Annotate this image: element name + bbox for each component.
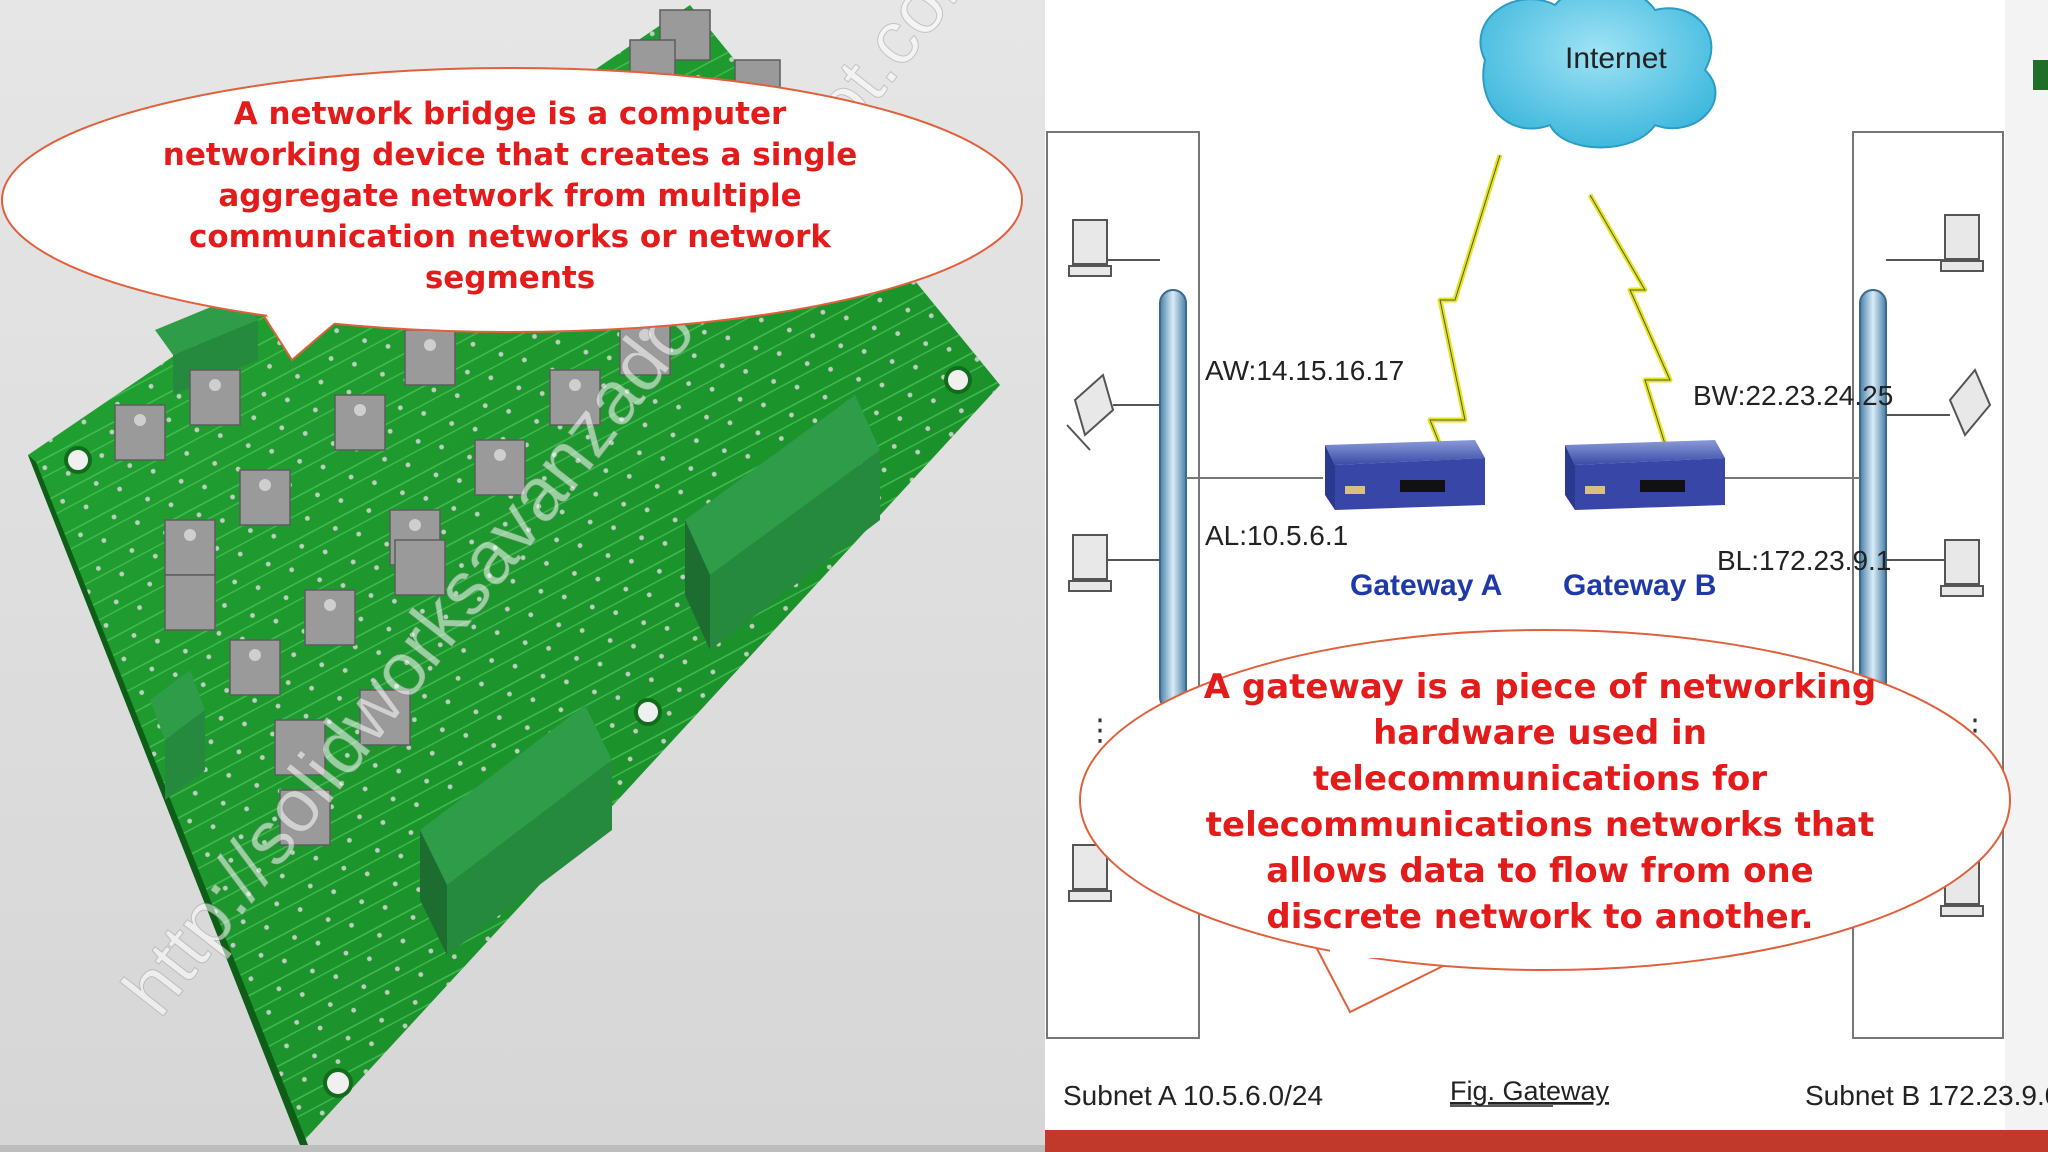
gateway-a-lan-address: AL:10.5.6.1	[1205, 520, 1348, 551]
bridge-callout-line: aggregate network from multiple	[218, 178, 802, 214]
bridge-callout-line: networking device that creates a single	[162, 137, 858, 173]
subnet-b-frame	[1852, 131, 2004, 1039]
gateway-b-device	[1565, 440, 1725, 510]
wireless-link-b	[1587, 193, 1673, 461]
gateway-callout-line: hardware used in	[1373, 713, 1707, 753]
gateway-b-wan-address: BW:22.23.24.25	[1693, 380, 1893, 411]
right-panel: Internet ⋮ ⋮	[1045, 0, 2048, 1152]
bridge-callout-line: A network bridge is a computer	[233, 96, 787, 132]
wireless-link-a	[1427, 154, 1503, 471]
gateway-diagram: Internet ⋮ ⋮	[1045, 0, 2048, 1152]
subnet-b-label: Subnet B 172.23.9.0/24	[1805, 1080, 2048, 1111]
left-bottom-strip	[0, 1145, 1045, 1152]
internet-cloud: Internet	[1479, 0, 1717, 149]
gateway-b-lan-address: BL:172.23.9.1	[1717, 545, 1891, 576]
left-panel: http://solidworksavanzado.blogspot.com A…	[0, 0, 1045, 1152]
bridge-callout-line: communication networks or network	[188, 219, 832, 255]
bottom-accent-bar	[1045, 1130, 2048, 1152]
gateway-b-label: Gateway B	[1563, 569, 1716, 602]
gateway-callout-line: telecommunications for	[1312, 759, 1768, 799]
gateway-callout-bubble	[1079, 629, 2011, 1014]
bridge-callout-bubble	[1, 67, 1023, 362]
gateway-callout-text: A gateway is a piece of networking hardw…	[1155, 664, 1925, 940]
internet-label: Internet	[1565, 42, 1667, 75]
gateway-a-label: Gateway A	[1350, 569, 1502, 602]
subnet-a-label: Subnet A 10.5.6.0/24	[1063, 1080, 1323, 1111]
gateway-callout-line: discrete network to another.	[1266, 897, 1814, 937]
mounting-holes	[64, 366, 972, 1098]
relay-blocks	[150, 295, 880, 955]
subnet-a-frame	[1046, 131, 1200, 1039]
bridge-callout-line: segments	[424, 260, 596, 296]
figure-caption: Fig. Gateway	[1450, 1076, 1610, 1106]
bridge-callout-text: A network bridge is a computer networkin…	[120, 94, 900, 299]
gateway-a-wan-address: AW:14.15.16.17	[1205, 355, 1404, 386]
gateway-callout-line: A gateway is a piece of networking	[1203, 667, 1877, 707]
gateway-callout-line: allows data to flow from one	[1266, 851, 1814, 891]
gateway-callout-line: telecommunications networks that	[1205, 805, 1875, 845]
gateway-a-device	[1325, 440, 1485, 510]
